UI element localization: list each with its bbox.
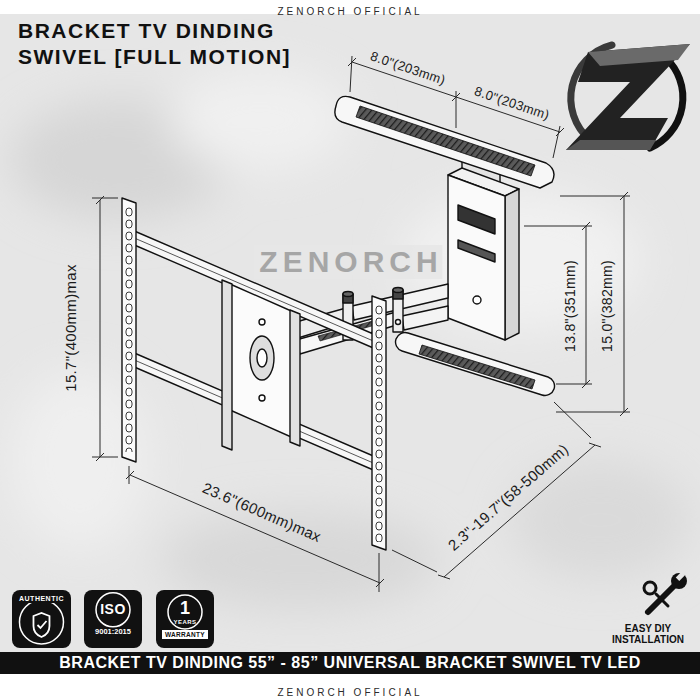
watermark: ZENORCH [253, 245, 442, 279]
wrench-icon [676, 572, 685, 581]
brand-label: ZENORCH OFFICIAL [277, 687, 422, 699]
badge-symbol [84, 590, 142, 648]
marble-ground [10, 70, 690, 610]
dimension-lines [444, 445, 595, 577]
dimension-label: 15.0"(382mm) [599, 260, 615, 352]
wrench-icon [644, 572, 687, 612]
badge-text: ISO [100, 602, 126, 617]
dimension-lines [554, 402, 591, 438]
badge-ring [168, 595, 202, 629]
dimension-lines [92, 56, 630, 592]
wall-plate [448, 175, 505, 340]
brand-logo [566, 140, 656, 150]
dimension-lines [589, 443, 601, 447]
band-text: BRACKET TV DINDING 55” - 85” UNIVERSAL B… [59, 654, 640, 672]
badge-text: YEARS [173, 619, 196, 626]
tv-plate [250, 336, 274, 380]
tv-plate [290, 310, 300, 446]
check-icon [37, 621, 46, 628]
tv-plate [122, 206, 136, 452]
tv-plate [230, 284, 298, 440]
wrench-icon [648, 586, 674, 612]
wrench-icon [644, 582, 656, 594]
badge-ribbon: WARRANTY [162, 630, 208, 639]
dimension-label: 15.7"(400mm)max [62, 264, 79, 391]
dimension-lines [376, 579, 384, 587]
dimension-lines [556, 128, 564, 136]
wall-plate [356, 106, 535, 176]
dimension-lines [92, 198, 118, 199]
tv-plate [222, 280, 232, 450]
marble-ground [170, 70, 350, 170]
dimension-lines [352, 62, 560, 132]
feature-label: EASY DIY INSTALLATION [603, 623, 693, 645]
authentic-badge: AUTHENTIC [12, 590, 71, 648]
dimension-lines [392, 550, 437, 572]
swivel-arms [343, 292, 353, 297]
tv-plate [372, 296, 386, 550]
wall-plate [396, 333, 555, 396]
wall-plate [458, 205, 495, 234]
white-strips [0, 674, 700, 700]
dimension-lines [586, 226, 587, 384]
tv-plate [259, 319, 265, 325]
brand-logo [566, 44, 690, 150]
wall-plate [458, 240, 495, 262]
title: BRACKET TV DINDING SWIVEL [FULL MOTION] [18, 18, 348, 70]
brand-logo [588, 44, 690, 66]
dimension-lines [126, 471, 134, 479]
badge-text: 9001:2015 [93, 628, 133, 636]
dimension-lines [556, 384, 592, 385]
badge-ring [19, 600, 63, 644]
shield-icon [33, 613, 49, 637]
wall-plate [505, 189, 519, 340]
wrench-icon [656, 594, 668, 606]
dimension-label: 13.8"(351mm) [562, 260, 578, 352]
badge-number: 1 [180, 599, 190, 619]
dimension-lines [560, 196, 630, 197]
dimension-lines [100, 200, 101, 457]
swivel-arms [402, 306, 448, 330]
dimension-lines [556, 412, 630, 413]
title-band: BRACKET TV DINDING 55” - 85” UNIVERSAL B… [0, 652, 700, 674]
swivel-arms [393, 288, 403, 293]
tv-plate [372, 304, 386, 542]
dimension-lines [624, 196, 625, 412]
swivel-arms [396, 320, 401, 325]
warranty-badge: 1YEARS WARRANTY [156, 590, 214, 648]
tv-plate [259, 395, 265, 401]
dimension-lines [438, 575, 450, 579]
dimension-lines [553, 126, 560, 158]
brand-logo [566, 44, 690, 150]
dimension-lines [379, 553, 380, 592]
dimension-lines [524, 226, 592, 227]
dimension-lines [96, 196, 104, 204]
dimension-lines [130, 475, 380, 583]
badge-text: AUTHENTIC [17, 595, 66, 603]
badge-ring [96, 593, 130, 627]
tv-plate [122, 198, 136, 462]
iso-badge: ISO 9001:2015 [84, 590, 142, 648]
swivel-arms [393, 290, 403, 332]
title-box: BRACKET TV DINDING SWIVEL [FULL MOTION] [18, 18, 348, 70]
brand-label: ZENORCH OFFICIAL [277, 6, 422, 18]
tv-plate [257, 349, 267, 367]
wall-plate [473, 296, 481, 304]
dimension-lines [129, 466, 130, 484]
dimension-lines [92, 457, 118, 458]
wall-plate [419, 345, 535, 389]
dimension-lines [350, 56, 352, 92]
dimension-lines [456, 91, 457, 128]
